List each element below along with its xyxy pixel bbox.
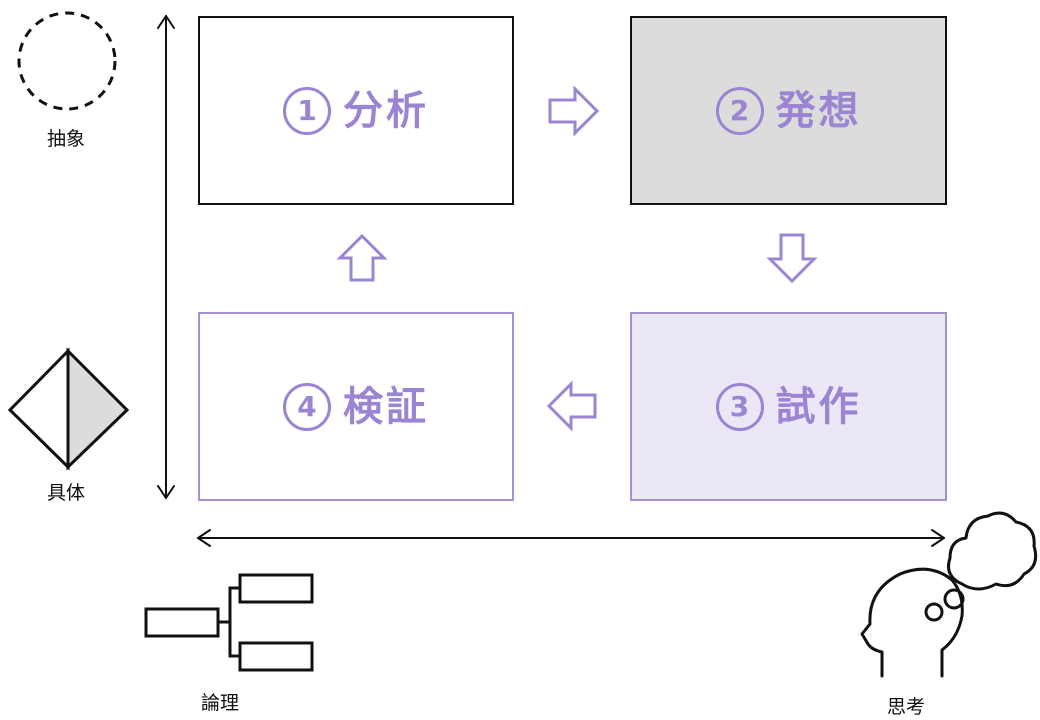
arrow-down-icon — [766, 233, 818, 284]
step-title-verify: 検証 — [343, 383, 429, 430]
step-title-analysis: 分析 — [343, 87, 429, 134]
step-label-ideation: 2 発想 — [715, 86, 862, 135]
step-box-analysis: 1 分析 — [198, 16, 514, 205]
step-box-verify: 4 検証 — [198, 312, 514, 501]
step-label-verify: 4 検証 — [283, 382, 429, 431]
caption-concrete: 具体 — [46, 482, 85, 504]
diamond-icon — [7, 347, 130, 471]
caption-abstract: 抽象 — [46, 128, 85, 150]
thinking-head-icon — [860, 511, 1038, 678]
caption-logic: 論理 — [200, 692, 239, 714]
arrow-up-icon — [336, 233, 388, 282]
vertical-axis-arrow — [157, 15, 175, 499]
step-box-ideation: 2 発想 — [630, 16, 947, 205]
arrow-left-icon — [546, 380, 597, 432]
horizontal-axis-arrow — [197, 529, 945, 547]
caption-thinking: 思考 — [886, 696, 925, 718]
step-box-prototype: 3 試作 — [630, 312, 947, 501]
step-number-prototype: 3 — [715, 382, 764, 431]
step-number-verify: 4 — [283, 382, 331, 431]
step-number-ideation: 2 — [715, 86, 764, 135]
tree-diagram-icon — [144, 573, 314, 672]
step-number-analysis: 1 — [283, 86, 331, 135]
step-title-ideation: 発想 — [775, 87, 862, 134]
arrow-right-icon — [548, 85, 600, 137]
dashed-circle-icon — [17, 11, 117, 111]
step-label-analysis: 1 分析 — [283, 86, 429, 135]
step-title-prototype: 試作 — [775, 383, 862, 430]
step-label-prototype: 3 試作 — [715, 382, 862, 431]
